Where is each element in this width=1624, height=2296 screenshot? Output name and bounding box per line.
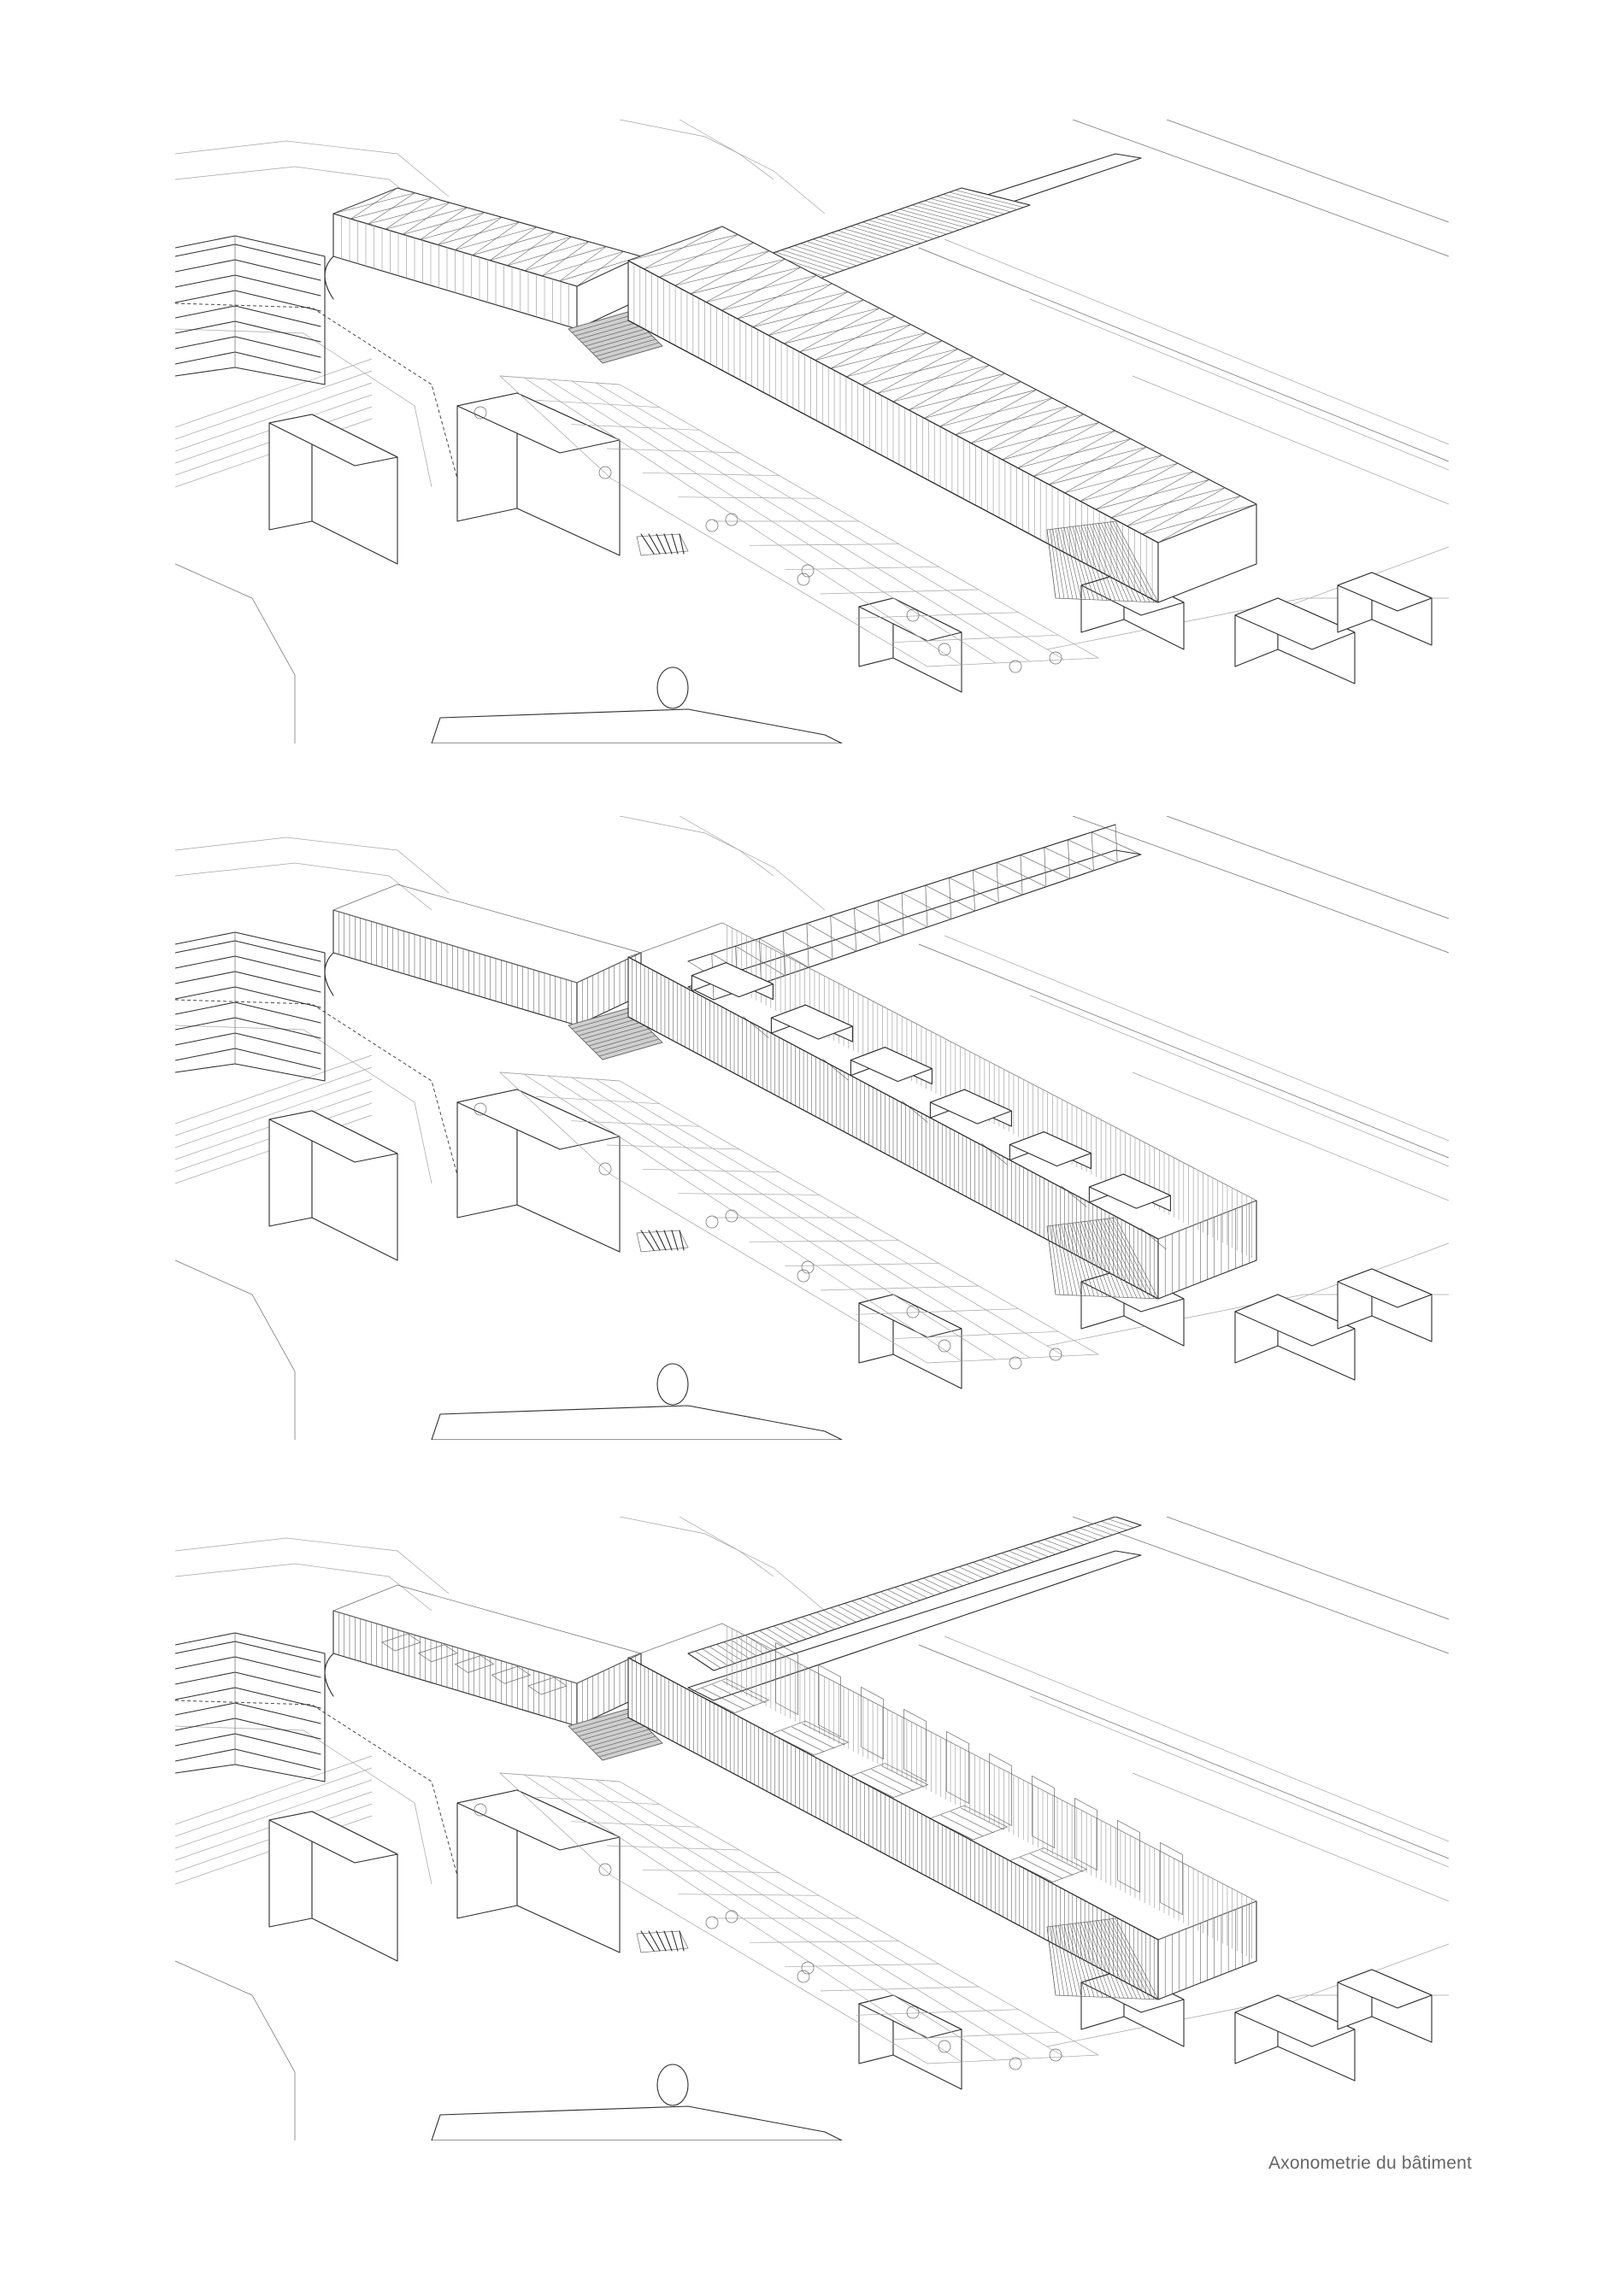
ground-slab xyxy=(431,1405,843,1440)
interior-unit xyxy=(1009,1131,1091,1170)
roundabout xyxy=(656,666,689,709)
site-context xyxy=(175,816,1449,1440)
interior-unit xyxy=(770,1004,853,1042)
main-building xyxy=(627,1623,1257,2000)
plaza-circle xyxy=(725,1209,738,1223)
north-building-curve xyxy=(324,952,334,996)
roundabout xyxy=(656,1363,689,1406)
box-building xyxy=(1337,1969,1433,2043)
box-building xyxy=(456,1089,621,1253)
interior-unit xyxy=(1088,1173,1171,1212)
plaza-circle xyxy=(801,1961,815,1975)
axonometry-drawing xyxy=(175,1517,1449,2140)
axonometry-drawing xyxy=(175,816,1449,1440)
north-building xyxy=(324,1584,643,1727)
site-context xyxy=(175,1517,1449,2140)
plaza-circle xyxy=(1009,2057,1022,2070)
north-building xyxy=(324,187,642,330)
plaza xyxy=(474,1772,1100,2070)
plaza-circle xyxy=(1049,2048,1062,2062)
box-building xyxy=(1234,597,1356,684)
stepped-building xyxy=(175,235,326,385)
axonometry-panel-structure xyxy=(175,816,1449,1440)
east-tail xyxy=(1046,1217,1159,1300)
plaza-circle xyxy=(1049,651,1062,665)
plaza-circle xyxy=(906,2005,920,2019)
north-building-curve xyxy=(324,1653,334,1697)
plaza-circle xyxy=(797,573,810,586)
interior-module xyxy=(770,1720,850,1756)
plaza-structure xyxy=(636,533,689,556)
interior-unit xyxy=(929,1089,1012,1127)
interior-module xyxy=(929,1805,1009,1841)
main-building xyxy=(627,226,1257,603)
axonometry-panel-roof xyxy=(175,120,1449,743)
interior-unit xyxy=(691,962,774,1001)
ground-slab xyxy=(431,708,843,743)
plaza-circle xyxy=(474,406,487,420)
ground-slab xyxy=(431,2105,843,2140)
plaza-structure xyxy=(636,1230,689,1253)
plaza-circle xyxy=(474,1102,487,1116)
plaza xyxy=(474,1072,1100,1370)
stepped-building xyxy=(175,931,326,1082)
box-building xyxy=(1337,1268,1433,1342)
site-context xyxy=(175,120,1449,743)
box-building xyxy=(1234,1294,1356,1381)
axonometry-panel-interior xyxy=(175,1517,1449,2140)
plaza-circle xyxy=(797,1970,810,1983)
plaza-circle xyxy=(938,1339,951,1353)
box-building xyxy=(268,1811,398,1962)
plaza-circle xyxy=(598,466,612,479)
plaza-circle xyxy=(906,608,920,622)
plaza-circle xyxy=(1049,1348,1062,1361)
box-building xyxy=(858,1294,962,1389)
plaza-circle xyxy=(1009,660,1022,673)
north-building-curve xyxy=(324,255,334,300)
north-building xyxy=(324,884,643,1026)
box-building xyxy=(268,414,398,565)
plaza-circle xyxy=(705,519,719,532)
box-building xyxy=(1337,572,1433,646)
plaza xyxy=(474,375,1100,673)
east-tail xyxy=(1046,1917,1159,2000)
plaza-circle xyxy=(474,1803,487,1817)
plaza-circle xyxy=(725,513,738,526)
box-building xyxy=(858,597,962,693)
interior-unit xyxy=(850,1047,933,1085)
plaza-circle xyxy=(801,564,815,578)
plaza-circle xyxy=(705,1916,719,1929)
plaza-circle xyxy=(598,1863,612,1876)
drawing-caption: Axonometrie du bâtiment xyxy=(1268,2153,1472,2173)
plaza-circle xyxy=(938,2040,951,2053)
box-building xyxy=(1234,1994,1356,2082)
plaza-circle xyxy=(906,1305,920,1318)
plaza-circle xyxy=(598,1162,612,1176)
box-building xyxy=(268,1110,398,1261)
axonometry-drawing xyxy=(175,120,1449,743)
plaza-circle xyxy=(1009,1356,1022,1370)
interior-module xyxy=(850,1763,929,1798)
plaza-circle xyxy=(725,1910,738,1923)
plaza-circle xyxy=(801,1260,815,1274)
box-building xyxy=(456,392,621,556)
box-building xyxy=(858,1994,962,2090)
plaza-circle xyxy=(705,1215,719,1229)
bridge xyxy=(687,1517,1142,1701)
main-building xyxy=(627,922,1257,1300)
box-building xyxy=(456,1789,621,1953)
main-roof xyxy=(627,226,1257,543)
east-tail xyxy=(1046,520,1159,603)
stepped-building xyxy=(175,1632,326,1782)
plaza-structure xyxy=(636,1930,689,1953)
roundabout xyxy=(656,2064,689,2106)
plaza-circle xyxy=(797,1269,810,1283)
plaza-circle xyxy=(938,643,951,656)
